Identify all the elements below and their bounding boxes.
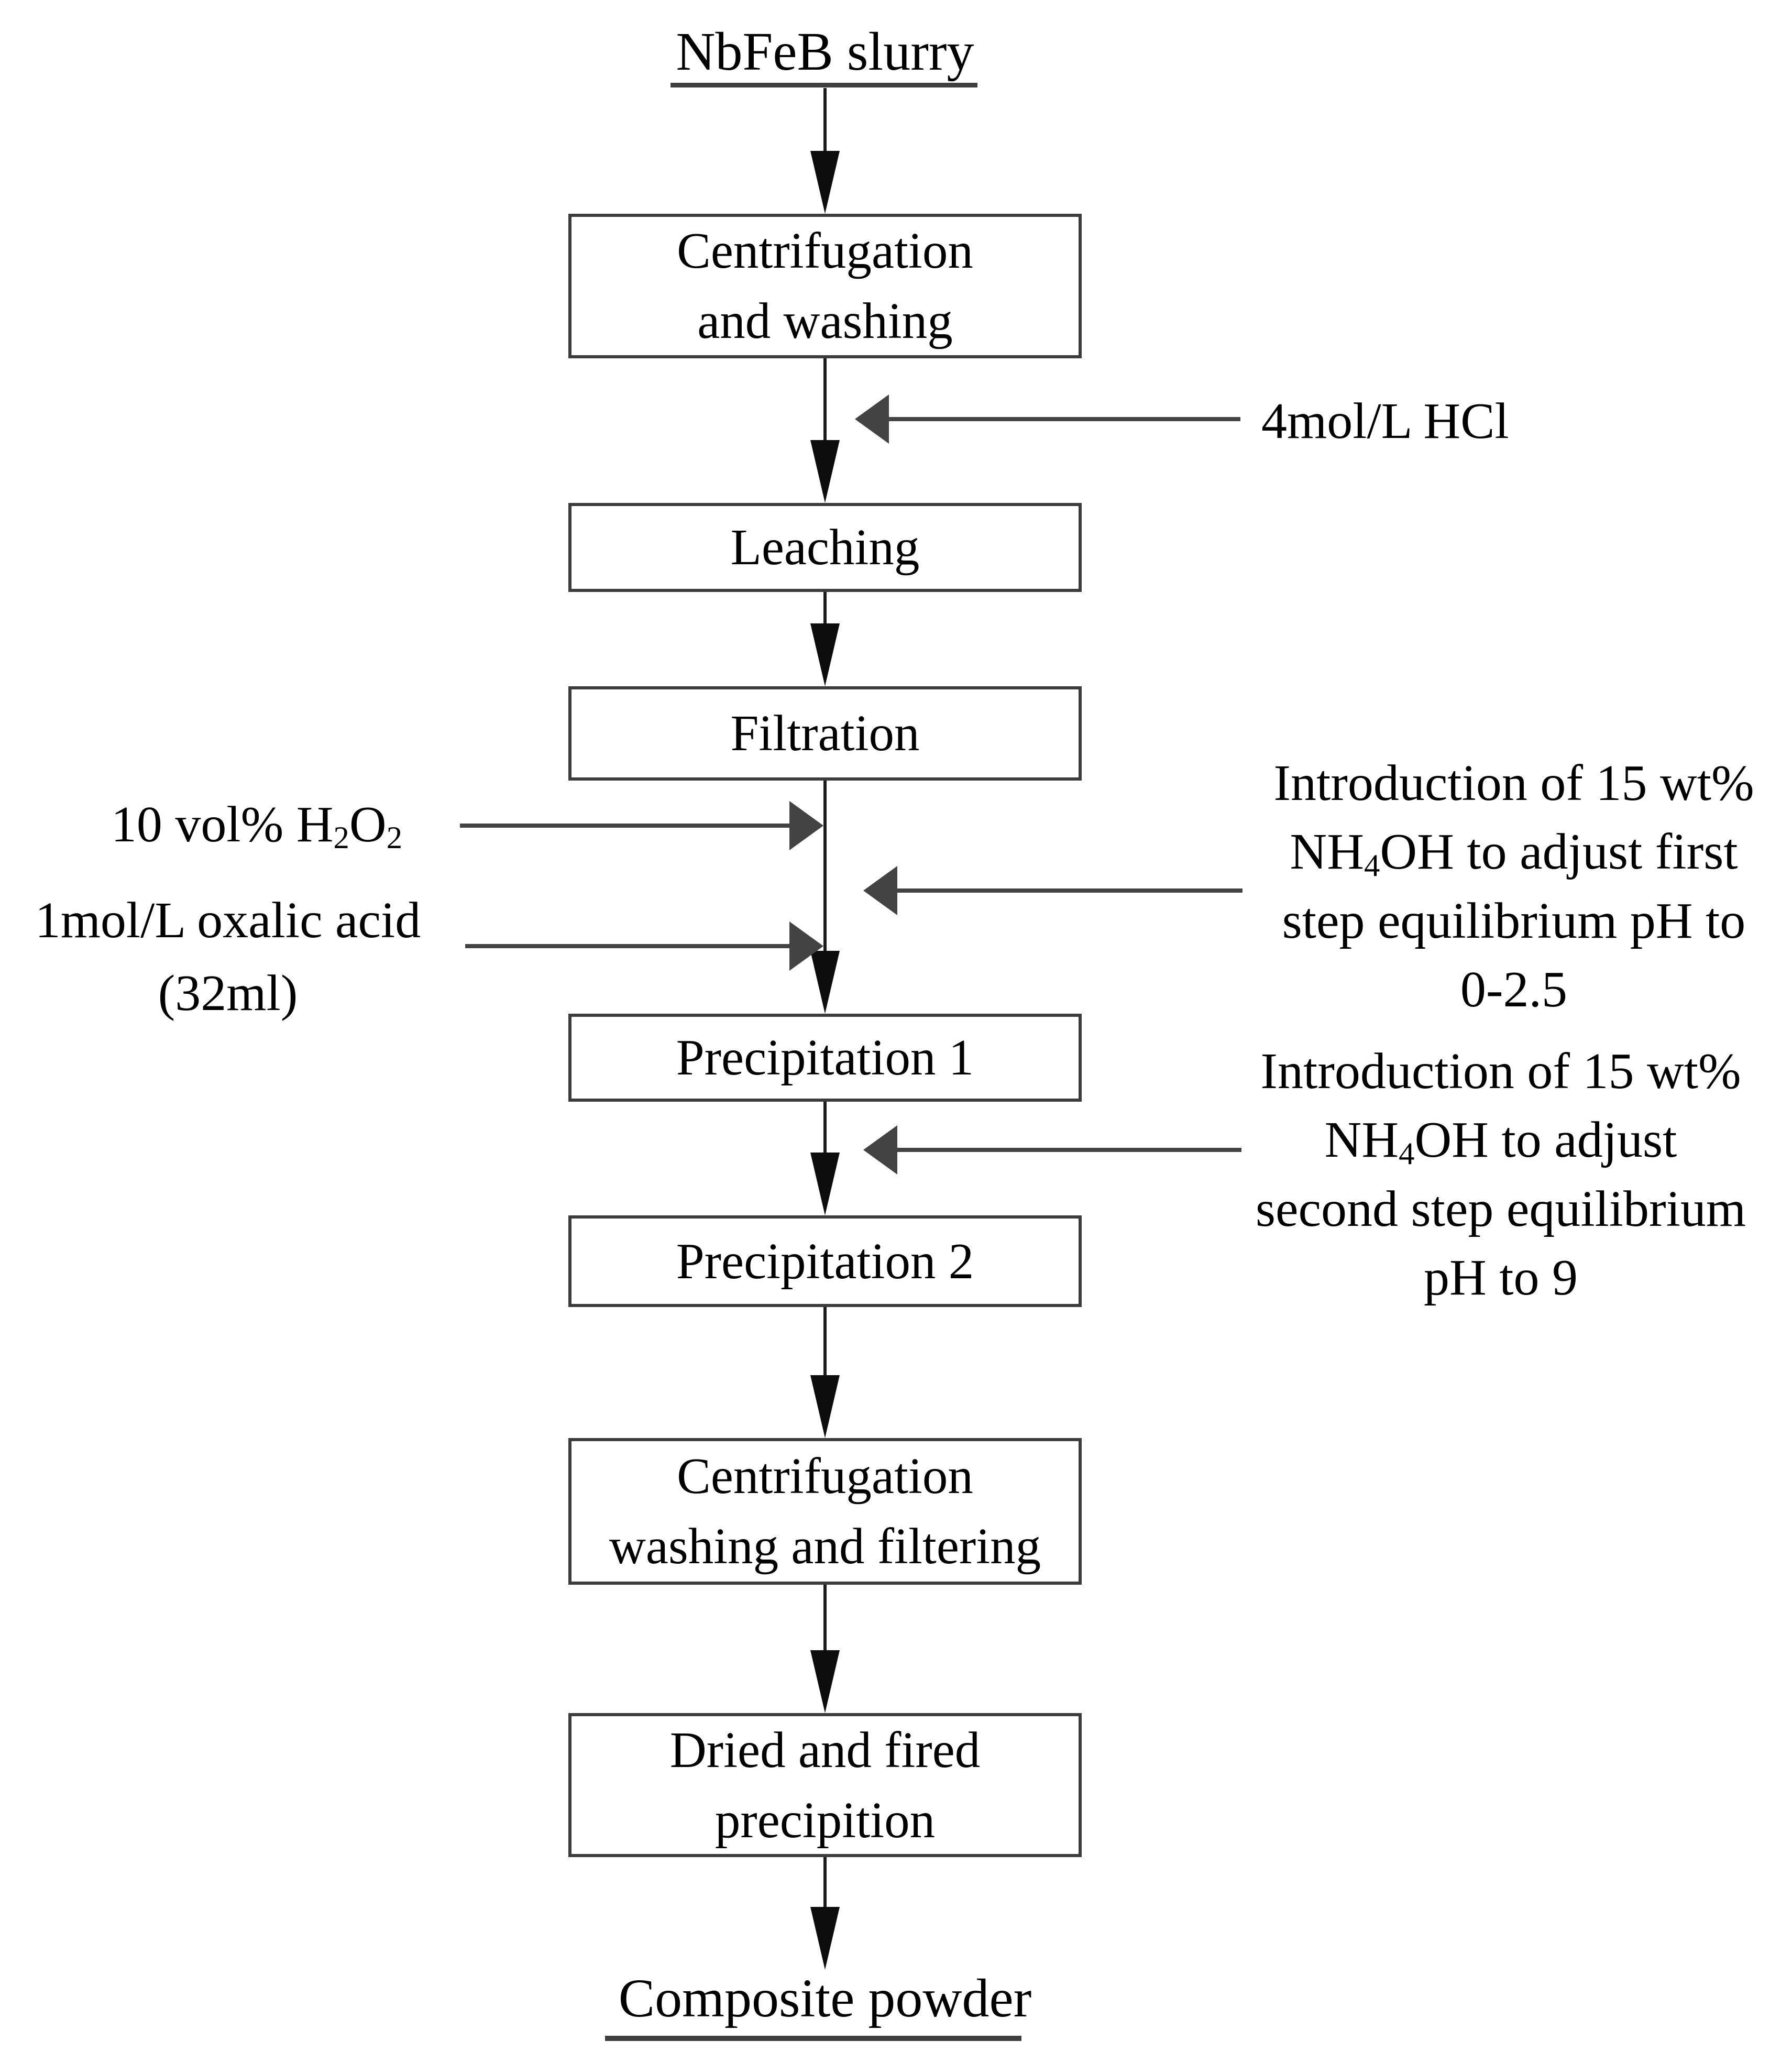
h2o2-subscript: 2: [333, 820, 349, 856]
nh4oh-first-arrow-line: [897, 888, 1243, 893]
node-label-line: Filtration: [730, 705, 920, 762]
annotation-nh4oh-first: Introduction of 15 wt% NH4OH to adjust f…: [1241, 749, 1786, 1024]
node-label-line: and washing: [697, 293, 953, 349]
input-label-hcl: 4mol/L HCl: [1261, 393, 1509, 449]
arrow-down-icon: [810, 1153, 840, 1215]
arrow-down-icon: [810, 623, 840, 686]
annotation-line: step equilibrium pH to: [1282, 892, 1746, 949]
node-precipitation-2: Precipitation 2: [568, 1215, 1082, 1307]
node-filtration: Filtration: [568, 686, 1082, 781]
connector-centrifugation2-to-dried: [823, 1585, 827, 1653]
nh4oh-second-arrow-line: [897, 1148, 1241, 1152]
node-label-line: Centrifugation: [677, 223, 973, 279]
annotation-line: Introduction of 15 wt%: [1273, 755, 1754, 811]
node-label-line: washing and filtering: [609, 1518, 1041, 1574]
hcl-arrow-line: [889, 417, 1240, 421]
start-label: NbFeB slurry: [676, 21, 974, 82]
node-dried-and-fired-precipition: Dried and fired precipition: [568, 1713, 1082, 1857]
node-label-line: Precipitation 2: [676, 1233, 974, 1289]
node-precipitation-1: Precipitation 1: [568, 1014, 1082, 1102]
connector-precipitation2-to-centrifugation2: [823, 1307, 827, 1378]
node-label-line: Leaching: [730, 519, 920, 576]
h2o2-text: 10 vol% H: [111, 796, 334, 853]
arrow-down-icon: [810, 440, 840, 503]
node-label-line: precipition: [714, 1792, 936, 1848]
node-leaching: Leaching: [568, 503, 1082, 592]
connector-centrifugation-to-leaching: [823, 358, 827, 445]
annotation-line: pH to 9: [1424, 1249, 1578, 1306]
arrow-down-icon: [810, 151, 840, 214]
h2o2-arrow-line: [460, 824, 789, 828]
arrow-left-icon: [863, 1125, 897, 1175]
annotation-line: Introduction of 15 wt%: [1260, 1043, 1741, 1100]
node-centrifugation-and-washing: Centrifugation and washing: [568, 214, 1082, 358]
connector-filtration-to-precipitation1: [823, 781, 827, 956]
end-label-underline: [605, 2036, 1021, 2041]
connector-leaching-to-filtration: [823, 592, 827, 631]
end-label: Composite powder: [618, 1968, 1032, 2028]
arrow-left-icon: [863, 866, 897, 915]
oxalic-line: 1mol/L oxalic acid: [35, 892, 421, 949]
connector-precipitation1-to-precipitation2: [823, 1102, 827, 1160]
nh4oh-subscript: 4: [1399, 1136, 1415, 1171]
annotation-text: OH to adjust: [1414, 1112, 1677, 1169]
start-label-underline: [670, 83, 977, 87]
input-label-h2o2: 10 vol% H2O2: [79, 788, 435, 861]
node-label-line: Dried and fired: [669, 1721, 981, 1778]
arrow-down-icon: [810, 1650, 840, 1713]
arrow-right-icon: [789, 801, 823, 850]
node-centrifugation-washing-and-filtering: Centrifugation washing and filtering: [568, 1438, 1082, 1585]
input-label-oxalic-acid: 1mol/L oxalic acid (32ml): [16, 884, 440, 1030]
annotation-text: NH: [1324, 1112, 1399, 1169]
annotation-line: 0-2.5: [1460, 961, 1568, 1018]
connector-dried-to-result: [823, 1857, 827, 1910]
h2o2-text: O: [349, 796, 387, 853]
node-label-line: Centrifugation: [677, 1448, 973, 1505]
arrow-down-icon: [810, 1907, 840, 1970]
annotation-line: NH4OH to adjust first: [1241, 818, 1786, 886]
h2o2-subscript: 2: [386, 820, 403, 856]
arrow-down-icon: [810, 1375, 840, 1438]
nh4oh-subscript: 4: [1364, 848, 1380, 883]
node-label-line: Precipitation 1: [676, 1029, 974, 1086]
connector-start-to-centrifugation: [823, 88, 827, 155]
annotation-nh4oh-second: Introduction of 15 wt% NH4OH to adjust s…: [1215, 1037, 1786, 1312]
arrow-left-icon: [855, 394, 889, 444]
oxalic-line: (32ml): [158, 965, 298, 1022]
annotation-text: OH to adjust first: [1380, 824, 1738, 881]
annotation-line: second step equilibrium: [1255, 1180, 1746, 1237]
annotation-text: NH: [1290, 824, 1364, 881]
arrow-right-icon: [789, 921, 823, 971]
oxalic-arrow-line: [465, 944, 789, 948]
annotation-line: NH4OH to adjust: [1215, 1106, 1786, 1175]
